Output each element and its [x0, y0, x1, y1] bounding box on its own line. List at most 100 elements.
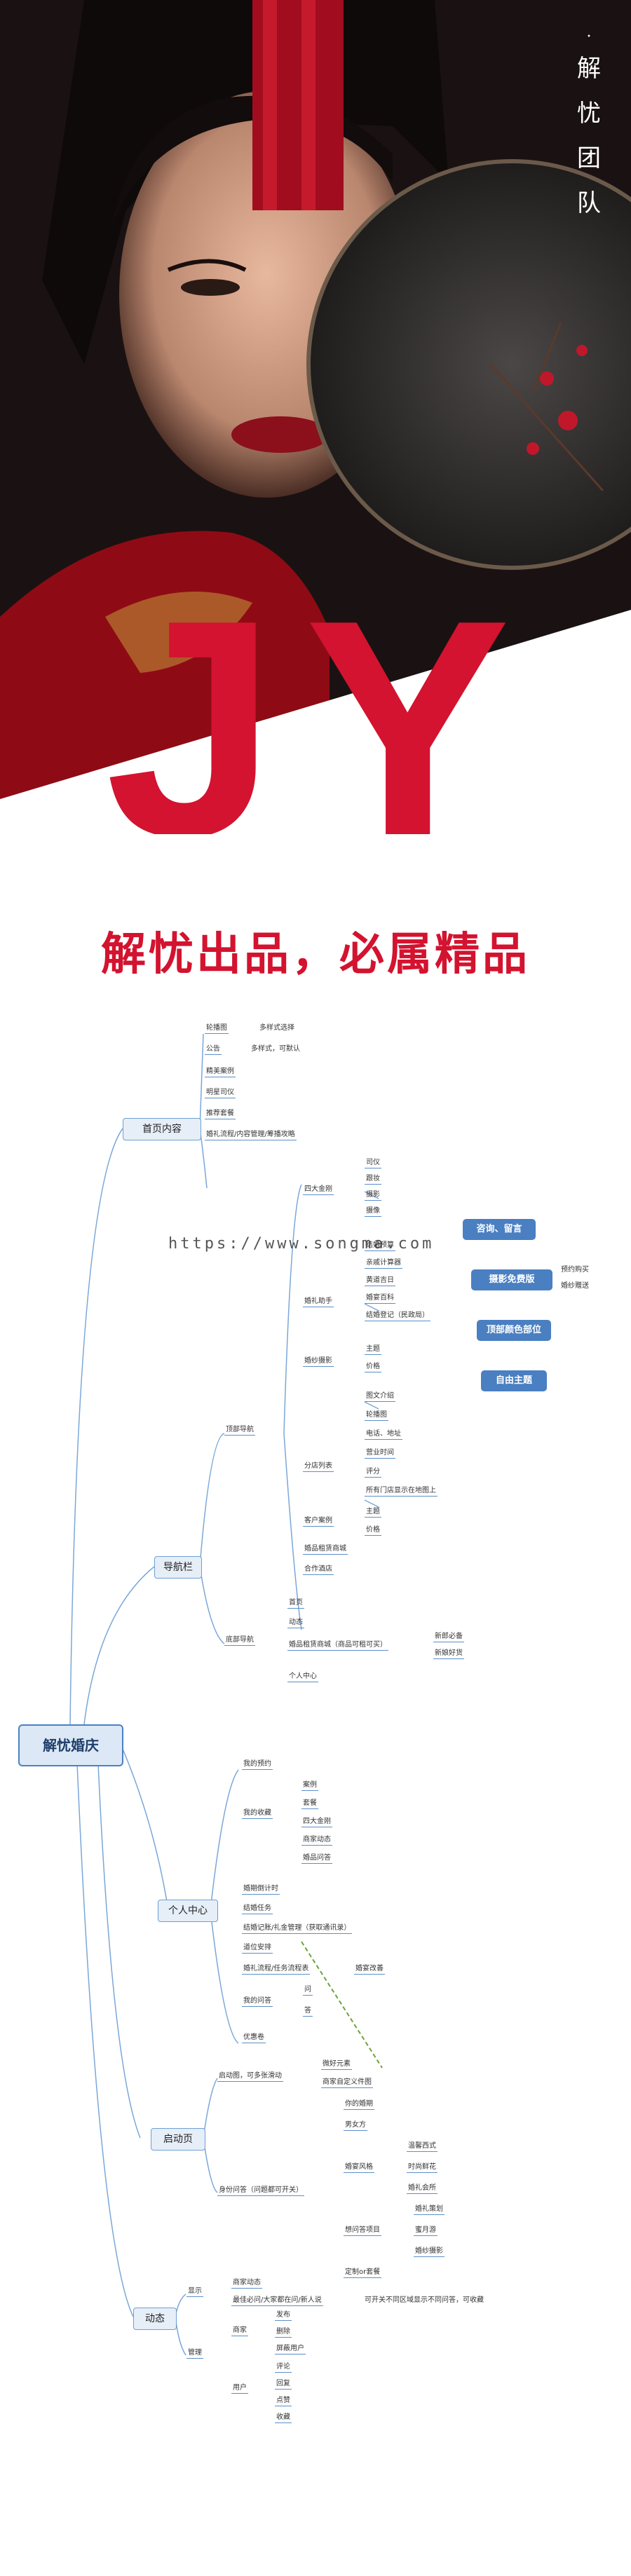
- nav-top-subitem[interactable]: 轮播图: [365, 1410, 388, 1421]
- home-item[interactable]: 明星司仪: [205, 1088, 236, 1098]
- nav-top-subitem[interactable]: 评分: [365, 1467, 381, 1478]
- branch-home[interactable]: 首页内容: [123, 1118, 201, 1140]
- home-item[interactable]: 推荐套餐: [205, 1109, 236, 1119]
- personal-subitem[interactable]: 婚品问答: [301, 1853, 332, 1864]
- dynamic-leaf[interactable]: 评论: [275, 2362, 292, 2373]
- watermark-url: https://www.songma.com: [168, 1235, 435, 1253]
- callout-photo-free[interactable]: 摄影免费版: [471, 1269, 552, 1290]
- mindmap-root[interactable]: 解忧婚庆: [18, 1724, 123, 1766]
- nav-top-subitem[interactable]: 主题: [365, 1507, 381, 1518]
- splash-subitem[interactable]: 你的婚期: [344, 2099, 374, 2110]
- dynamic-leaf[interactable]: 回复: [275, 2379, 292, 2390]
- dynamic-subitem[interactable]: 商家动态: [231, 2278, 262, 2289]
- personal-item[interactable]: 优惠卷: [242, 2033, 266, 2043]
- nav-top-subitem[interactable]: 结婚预算: [365, 1241, 395, 1251]
- nav-top-subitem[interactable]: 摄像: [365, 1206, 381, 1217]
- branch-nav[interactable]: 导航栏: [154, 1556, 202, 1579]
- splash-item[interactable]: 启动图，可多张滑动: [217, 2071, 283, 2082]
- nav-top-item[interactable]: 客户案例: [303, 1516, 334, 1527]
- nav-top-item[interactable]: 分店列表: [303, 1461, 334, 1472]
- splash-subitem[interactable]: 想问答项目: [344, 2226, 381, 2236]
- nav-top-item[interactable]: 婚纱摄影: [303, 1356, 334, 1367]
- personal-item[interactable]: 结婚任务: [242, 1904, 273, 1914]
- splash-leaf[interactable]: 婚纱摄影: [414, 2247, 445, 2257]
- dynamic-item[interactable]: 显示: [186, 2287, 203, 2297]
- nav-bottom-item[interactable]: 个人中心: [287, 1672, 318, 1682]
- dynamic-subitem[interactable]: 最佳必问/大家都在问/新人说: [231, 2296, 323, 2306]
- nav-bottom-subitem[interactable]: 新郎必备: [433, 1632, 464, 1642]
- splash-leaf[interactable]: 时尚鲜花: [407, 2162, 437, 2173]
- dynamic-leaf[interactable]: 删除: [275, 2327, 292, 2338]
- home-item[interactable]: 婚礼流程/内容管理/筹播攻略: [205, 1130, 297, 1140]
- nav-bottom-subitem[interactable]: 新娘好货: [433, 1649, 464, 1659]
- nav-top-subitem[interactable]: 电话、地址: [365, 1429, 402, 1440]
- personal-item[interactable]: 婚期倒计时: [242, 1884, 280, 1895]
- nav-top-subitem[interactable]: 营业时间: [365, 1448, 395, 1459]
- personal-item[interactable]: 婚礼流程/任务流程表: [242, 1964, 311, 1975]
- splash-leaf[interactable]: 蜜月游: [414, 2226, 437, 2236]
- splash-subitem[interactable]: 商家自定义件图: [321, 2078, 373, 2088]
- nav-top-item[interactable]: 四大金刚: [303, 1185, 334, 1195]
- personal-item[interactable]: 我的问答: [242, 1996, 273, 2007]
- nav-top-subitem[interactable]: 价格: [365, 1362, 381, 1372]
- dynamic-subitem[interactable]: 商家: [231, 2326, 248, 2336]
- personal-subitem[interactable]: 婚宴改善: [354, 1964, 385, 1975]
- nav-top[interactable]: 顶部导航: [224, 1425, 255, 1436]
- callout-free-theme[interactable]: 自由主题: [481, 1370, 547, 1391]
- personal-subitem[interactable]: 套餐: [301, 1799, 318, 1809]
- nav-top-subitem[interactable]: 司仪: [365, 1158, 381, 1168]
- personal-subitem[interactable]: 四大金刚: [301, 1817, 332, 1827]
- callout-top-color[interactable]: 顶部颜色部位: [477, 1320, 551, 1341]
- nav-bottom-item[interactable]: 动态: [287, 1618, 304, 1628]
- personal-subitem[interactable]: 答: [303, 2006, 313, 2017]
- splash-item[interactable]: 身份问答（问题都可开关）: [217, 2186, 304, 2196]
- nav-top-subitem[interactable]: 婚宴百科: [365, 1293, 395, 1304]
- personal-subitem[interactable]: 问: [303, 1985, 313, 1996]
- splash-leaf[interactable]: 婚礼会所: [407, 2183, 437, 2194]
- hero-vertical-char: 团: [577, 144, 601, 172]
- home-item[interactable]: 轮播图: [205, 1023, 229, 1034]
- branch-personal[interactable]: 个人中心: [158, 1900, 218, 1922]
- personal-item[interactable]: 我的预约: [242, 1759, 273, 1770]
- home-item[interactable]: 精美案例: [205, 1067, 236, 1077]
- dynamic-leaf[interactable]: 发布: [275, 2310, 292, 2321]
- splash-subitem[interactable]: 婚宴风格: [344, 2162, 374, 2173]
- home-item[interactable]: 公告: [205, 1044, 222, 1055]
- nav-top-subitem[interactable]: 黄道吉日: [365, 1276, 395, 1286]
- nav-top-subitem[interactable]: 亲戚计算器: [365, 1258, 402, 1269]
- personal-item[interactable]: 我的收藏: [242, 1808, 273, 1819]
- nav-top-item[interactable]: 婚品租赁商城: [303, 1544, 348, 1555]
- hero-banner: · 解 忧 团 队 JY: [0, 0, 631, 834]
- nav-bottom-item[interactable]: 婚品租赁商城（商品可租可买）: [287, 1640, 388, 1651]
- nav-top-subitem[interactable]: 结婚登记（民政局）: [365, 1311, 430, 1321]
- personal-subitem[interactable]: 商家动态: [301, 1835, 332, 1846]
- splash-subitem[interactable]: 定制or套餐: [344, 2268, 382, 2278]
- branch-dynamic[interactable]: 动态: [133, 2308, 177, 2330]
- personal-item[interactable]: 道位安排: [242, 1943, 273, 1954]
- splash-subitem[interactable]: 男女方: [344, 2120, 367, 2131]
- nav-top-subitem[interactable]: 摄影: [365, 1190, 381, 1201]
- nav-top-item[interactable]: 婚礼助手: [303, 1297, 334, 1307]
- dynamic-leaf[interactable]: 点赞: [275, 2396, 292, 2406]
- dynamic-leaf[interactable]: 屏蔽用户: [275, 2344, 306, 2354]
- slogan: 解忧出品，必属精品: [101, 929, 530, 981]
- nav-top-subitem[interactable]: 跟妆: [365, 1174, 381, 1185]
- callout-consult[interactable]: 咨询、留言: [463, 1219, 536, 1240]
- personal-item[interactable]: 结婚记账/礼金管理（获取通讯录）: [242, 1923, 353, 1934]
- nav-bottom[interactable]: 底部导航: [224, 1635, 255, 1646]
- nav-top-subitem[interactable]: 价格: [365, 1525, 381, 1536]
- nav-top-subitem[interactable]: 主题: [365, 1344, 381, 1355]
- nav-bottom-item[interactable]: 首页: [287, 1598, 304, 1609]
- personal-subitem[interactable]: 案例: [301, 1780, 318, 1791]
- dynamic-subitem[interactable]: 用户: [231, 2383, 248, 2394]
- nav-top-subitem[interactable]: 图文介绍: [365, 1391, 395, 1402]
- dynamic-item[interactable]: 管理: [186, 2348, 203, 2359]
- splash-leaf[interactable]: 温馨西式: [407, 2141, 437, 2152]
- splash-leaf[interactable]: 婚礼策划: [414, 2204, 445, 2215]
- nav-top-subitem[interactable]: 所有门店显示在地图上: [365, 1486, 437, 1497]
- branch-splash[interactable]: 启动页: [151, 2128, 205, 2151]
- dynamic-leaf[interactable]: 收藏: [275, 2413, 292, 2423]
- nav-top-item[interactable]: 合作酒店: [303, 1565, 334, 1575]
- splash-subitem[interactable]: 微好元素: [321, 2059, 352, 2070]
